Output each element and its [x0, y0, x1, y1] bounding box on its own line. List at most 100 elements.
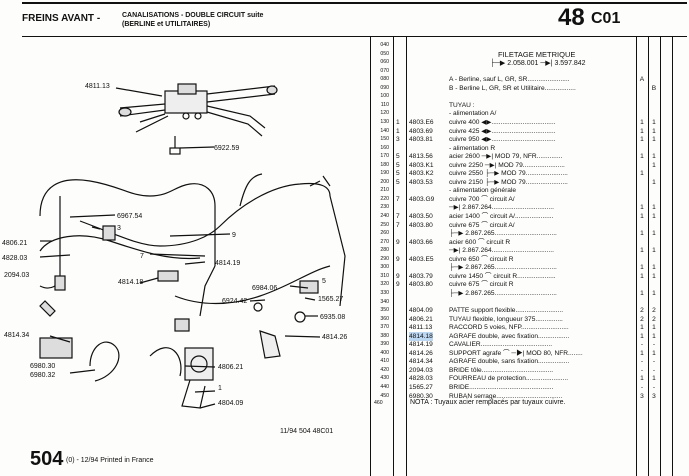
label-4828-03: 4828.03	[2, 255, 27, 262]
row-figure-number: 7	[396, 213, 400, 220]
section-code: C01	[591, 10, 621, 27]
row-ref: 270	[380, 238, 389, 245]
row-qty-a: 1	[640, 272, 644, 280]
row-qty-b: B	[651, 84, 657, 92]
row-description: cuivre 675 ⌒ circuit A/	[449, 221, 515, 229]
row-part-number: 4803.K1	[409, 161, 434, 169]
row-description: cuivre 425 ◀▶...........................…	[449, 127, 556, 135]
row-ref: 290	[380, 255, 389, 262]
row-qty-a: 3	[640, 392, 644, 400]
top-rule	[22, 2, 687, 4]
row-description: acier 1400 ⌒ circuit A/.................…	[449, 213, 554, 220]
row-qty-b: 1	[652, 332, 656, 340]
row-description: TUYAU flexible, longueur 375............…	[449, 315, 563, 323]
row-description: AGRAFE double, avec fixation............…	[449, 332, 570, 340]
label-6924-42: 6924.42	[222, 298, 247, 305]
row-description: BRIDE...................................…	[449, 384, 554, 391]
row-part-number: 4803.80	[409, 281, 433, 289]
row-qty-a: -	[640, 366, 644, 374]
row-description: B - Berline L, GR, SR et Utilitaire.....…	[449, 84, 576, 92]
label-4814-18: 4814.18	[118, 279, 143, 286]
row-description: SUPPORT agrafe ⌒ ─▶| MOD 80, NFR........	[449, 349, 583, 357]
row-qty-b: 1	[652, 161, 656, 169]
page-number: 48	[558, 4, 585, 31]
row-qty-b: -	[652, 366, 656, 374]
row-part-number: 4803.E5	[409, 255, 434, 263]
row-figure-number: 7	[396, 195, 400, 203]
row-ref: 080	[380, 76, 389, 83]
row-ref: 190	[380, 170, 389, 177]
row-part-number: 4814.19	[409, 341, 433, 349]
row-qty-a: -	[640, 384, 644, 391]
row-qty-b: 1	[652, 375, 656, 383]
row-ref: 280	[380, 247, 389, 254]
table-divider-c	[660, 36, 661, 476]
row-description: ├─▶ 2.867.265...........................…	[449, 264, 557, 272]
row-description: acier 600 ⌒ circuit R	[449, 238, 511, 246]
row-ref: 090	[380, 84, 389, 91]
row-ref: 170	[380, 153, 389, 160]
row-description: acier 2600 ─▶| MOD 79, NFR..............	[449, 153, 563, 161]
label-3: 3	[117, 225, 121, 232]
table-heading-range: ├─▶ 2.058.001 ─▶| 3.597.842	[490, 60, 586, 67]
row-part-number: 4806.21	[409, 315, 433, 323]
label-4814-34: 4814.34	[4, 332, 29, 339]
row-part-number: 4811.13	[409, 324, 433, 332]
row-qty-a: 1	[640, 375, 644, 383]
row-qty-b: -	[652, 358, 656, 366]
row-description: cuivre 700 ⌒ circuit A/	[449, 195, 515, 203]
row-qty-a: 2	[640, 307, 644, 315]
row-qty-a: 1	[640, 170, 644, 178]
row-description: cuivre 2250 ─▶| MOD 79..................…	[449, 161, 565, 169]
row-qty-a: 1	[640, 264, 644, 272]
label-2094-03: 2094.03	[4, 272, 29, 279]
row-ref: 220	[380, 195, 389, 202]
subtitle-line-1: CANALISATIONS - DOUBLE CIRCUIT suite	[122, 12, 264, 19]
row-ref: 300	[380, 264, 389, 271]
row-part-number: 4814.34	[409, 358, 433, 366]
label-4814-19: 4814.19	[215, 260, 240, 267]
row-ref: 440	[380, 384, 389, 390]
table-divider-ref	[393, 36, 394, 476]
row-description: - alimentation A/	[449, 110, 497, 118]
label-9: 9	[232, 232, 236, 239]
row-qty-b: 1	[652, 324, 656, 332]
row-ref: 060	[380, 59, 389, 66]
row-qty-b: -	[652, 341, 656, 349]
row-ref: 260	[380, 230, 389, 237]
row-part-number: 4803.81	[409, 136, 433, 144]
footer-code: 11/94 504 48C01	[280, 428, 334, 435]
row-ref: 210	[380, 187, 389, 194]
row-qty-b: -	[652, 384, 656, 391]
row-ref: 180	[380, 161, 389, 168]
label-4806-21-a: 4806.21	[2, 240, 27, 247]
label-6984-06: 6984.06	[252, 285, 277, 292]
row-description: RACCORD 5 voies, NFP....................…	[449, 324, 569, 332]
row-ref: 040	[380, 42, 389, 48]
row-qty-a: -	[640, 358, 644, 366]
row-figure-number: 9	[396, 238, 400, 246]
row-description: - alimentation générale	[449, 187, 517, 195]
row-qty-b: 1	[652, 153, 656, 161]
row-ref: 240	[380, 213, 389, 219]
row-part-number: 4803.50	[409, 213, 433, 220]
label-6980-30: 6980.30	[30, 363, 55, 370]
row-part-number: 4813.56	[409, 153, 433, 161]
row-ref: 200	[380, 178, 389, 185]
row-qty-b: 1	[652, 213, 656, 220]
row-description: cuivre 950 ◀▶...........................…	[449, 136, 556, 144]
row-ref: 140	[380, 127, 389, 134]
row-ref: 450	[380, 392, 389, 399]
row-qty-b: 1	[652, 127, 656, 135]
row-ref: 400	[380, 349, 389, 356]
label-1565-27: 1565.27	[318, 296, 343, 303]
row-ref: 340	[380, 298, 389, 305]
table-border-left	[370, 36, 371, 476]
row-qty-b: 1	[652, 272, 656, 280]
row-qty-b: 1	[652, 136, 656, 144]
row-ref: 120	[380, 110, 389, 117]
row-part-number: 4803.K2	[409, 170, 434, 178]
row-ref: 430	[380, 375, 389, 382]
row-ref: 410	[380, 358, 389, 365]
table-divider-a	[636, 36, 637, 476]
